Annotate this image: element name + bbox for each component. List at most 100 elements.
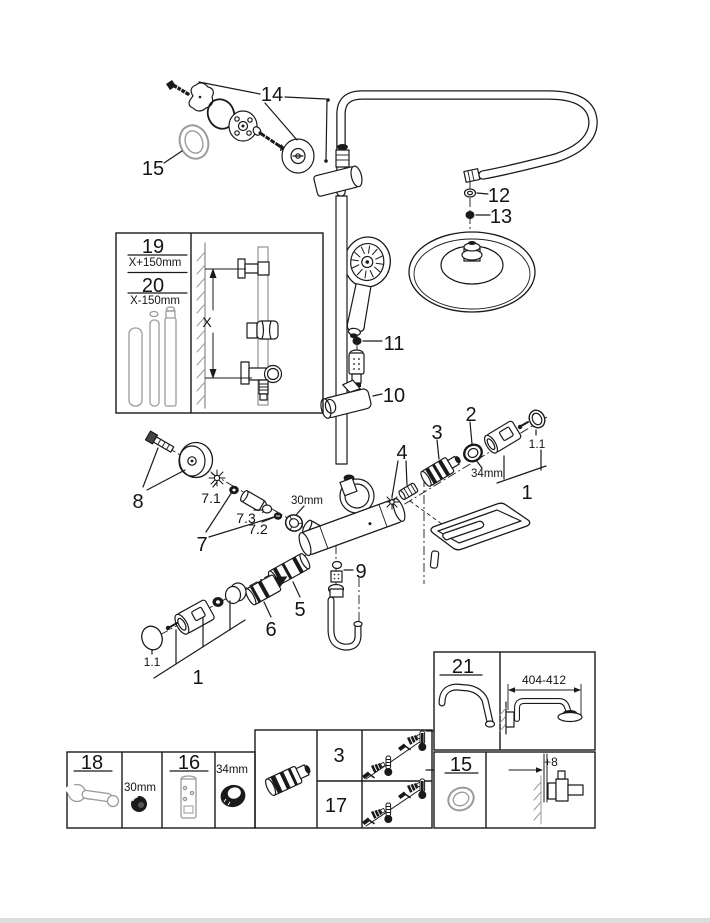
union-nut-30mm: [284, 514, 304, 532]
seal-ring-pictogram: [447, 786, 475, 812]
washer-ring: [261, 504, 273, 514]
aerator-9: [330, 560, 354, 583]
check-valve-pictogram: [265, 764, 311, 797]
dome-cap: [224, 582, 247, 605]
inset-tools-size-30mm: 30mm: [124, 782, 156, 794]
callout-12: 12: [487, 185, 511, 207]
bracket-top-pictogram: [237, 258, 270, 279]
union-sleeve-1-right: [483, 420, 522, 454]
inset-arm-box: [433, 651, 596, 751]
callout-5: 5: [294, 599, 306, 621]
inset-rail-part19: 19: [141, 236, 165, 258]
page-edge-bar: [0, 918, 710, 923]
callout-1-1-right: 1.1: [528, 437, 546, 451]
callout-7-2: 7.2: [248, 521, 268, 537]
thermostat-valve-body: [298, 497, 406, 557]
row3-icons: [361, 730, 427, 780]
shower-hose: [327, 583, 363, 651]
inset-valves-row3: 3: [333, 745, 345, 767]
offset-dimension-pictogram: [508, 753, 584, 825]
inset-rail-x-dimension: X: [202, 314, 212, 330]
callout-1-right: 1: [521, 482, 533, 504]
star-washer-7-1: [208, 469, 226, 487]
union-sleeve-1-left: [174, 599, 215, 635]
inset-wall-seal-box: [433, 751, 596, 829]
star-washer-4: [384, 494, 400, 510]
inset-arm-part21: 21: [451, 656, 475, 678]
callout-1-1-left: 1.1: [143, 655, 161, 669]
head-shower: [408, 231, 536, 313]
shower-tray: [429, 502, 531, 569]
check-valve-3: [420, 455, 461, 487]
valve-pictogram: [240, 361, 283, 401]
arm-seal-13: [465, 211, 491, 219]
callout-7: 7: [196, 534, 208, 556]
wall-bracket-assembly-14: [166, 80, 330, 174]
wrench-pictogram: [64, 782, 120, 808]
seal-ring-left: [212, 597, 224, 607]
rail-slider-10: [320, 379, 372, 419]
adapter-4: [398, 482, 419, 501]
callout-11: 11: [383, 333, 405, 355]
wall-section: [196, 242, 206, 409]
rail-variants: [128, 306, 177, 407]
temperature-knob-8: [178, 441, 214, 479]
inset-tools-box: [64, 751, 256, 829]
shower-arm: [336, 90, 598, 197]
slider-pictogram: [246, 320, 279, 340]
callout-8: 8: [132, 491, 144, 513]
size-34mm-main: 34mm: [471, 468, 503, 480]
hand-shower: [343, 236, 391, 339]
inset-valves-row17: 17: [324, 795, 348, 817]
shower-rail: [335, 195, 348, 465]
wall-escutcheon: [281, 138, 315, 174]
row17-icons: [361, 778, 427, 827]
callout-2: 2: [465, 404, 477, 426]
callout-10: 10: [382, 385, 406, 407]
arm-dimension-pictogram: [499, 684, 583, 735]
inset-rail-lengths-box: [115, 232, 324, 414]
thermostat-cartridge-6: [245, 574, 288, 606]
o-ring-hole: [232, 488, 236, 492]
size-30mm-main: 30mm: [291, 495, 323, 507]
x-dimension: [205, 268, 252, 379]
mounting-flange: [228, 110, 258, 142]
arm-outlet-thread: [463, 168, 481, 183]
nut-30mm-pictogram: [131, 795, 147, 812]
callout-7-1: 7.1: [201, 490, 221, 506]
ring-2: [463, 443, 483, 463]
callout-14: 14: [260, 84, 284, 106]
callout-3: 3: [431, 422, 443, 444]
inset-rail-part19-length: X+150mm: [128, 257, 182, 269]
cap-oval-1-1-left: [141, 625, 163, 651]
inset-rail-part20-length: X-150mm: [130, 295, 180, 307]
valve-top-connection: [339, 474, 375, 514]
callout-7-3: 7.3: [236, 510, 256, 526]
callout-4: 4: [396, 442, 408, 464]
arm-washer-12: [463, 188, 489, 198]
decor-ring-15: [163, 124, 210, 164]
inset-tools-size-34mm: 34mm: [216, 764, 248, 776]
inset-tools-part16: 16: [177, 752, 201, 774]
inset-seal-part15: 15: [449, 754, 473, 776]
grub-screw-left: [165, 622, 178, 631]
callout-15-top: 15: [141, 158, 165, 180]
callout-1-left: 1: [192, 667, 204, 689]
callout-9: 9: [355, 561, 367, 583]
cap-ring-1-1-right: [528, 409, 546, 429]
handle-screw-8: [144, 430, 175, 453]
grub-screw-right: [517, 421, 529, 430]
seal-7-2: [273, 512, 283, 520]
inset-arm-dimension: 404-412: [521, 673, 567, 687]
inset-seal-dimension: +8: [544, 755, 558, 769]
callout-6: 6: [265, 619, 277, 641]
inset-tools-part18: 18: [80, 752, 104, 774]
wall-union: [313, 144, 363, 197]
tool-16-pictogram: [180, 775, 197, 819]
inset-check-valves-box: [254, 729, 433, 829]
ring-34mm-pictogram: [220, 784, 246, 808]
inset-rail-part20: 20: [141, 275, 165, 297]
callout-13: 13: [489, 206, 513, 228]
